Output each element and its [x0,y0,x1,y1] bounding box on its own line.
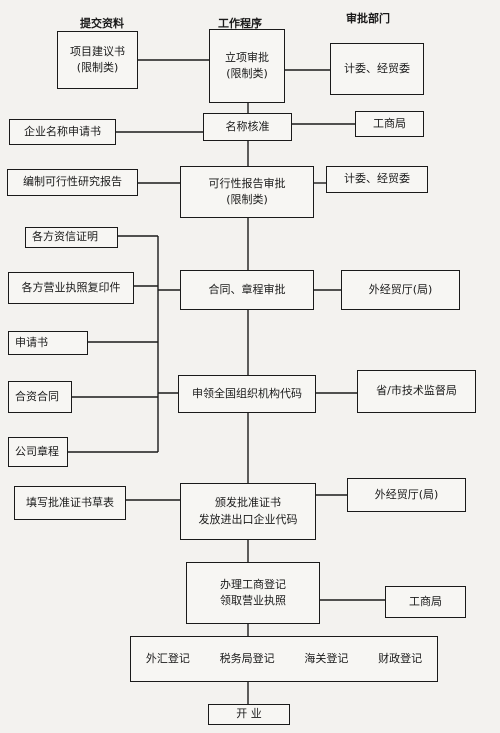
registration-finance: 财政登记 [378,651,423,665]
doc-credit-certificate-label: 各方资信证明 [32,230,98,244]
step-certificate-line2: 发放进出口企业代码 [198,512,298,526]
registration-customs: 海关登记 [304,651,349,665]
doc-feasibility-prep: 编制可行性研究报告 [7,169,138,196]
registration-forex: 外汇登记 [145,651,190,665]
doc-license-copy-label: 各方营业执照复印件 [21,280,121,294]
dept-planning-trade-1-label: 计委、经贸委 [344,61,410,75]
dept-tech-supervision: 省/市技术监督局 [357,370,476,413]
doc-project-proposal-line1: 项目建议书 [70,44,125,58]
doc-jv-contract: 合资合同 [8,381,72,413]
step-feasibility-approval-line1: 可行性报告审批 [208,176,286,190]
doc-certificate-draft: 填写批准证书草表 [14,486,126,520]
step-certificate: 颁发批准证书 发放进出口企业代码 [180,483,316,540]
doc-name-application-label: 企业名称申请书 [24,124,101,138]
step-feasibility-approval-line2: (限制类) [226,193,268,206]
step-certificate-line1: 颁发批准证书 [215,496,281,509]
doc-articles-label: 公司章程 [15,444,59,458]
dept-foreign-trade-2-label: 外经贸厅(局) [374,487,439,501]
step-contract-approval-label: 合同、章程审批 [208,282,286,296]
step-registrations: 外汇登记 税务局登记 海关登记 财政登记 [130,636,438,682]
step-contract-approval: 合同、章程审批 [180,270,314,310]
step-business-registration: 办理工商登记 领取营业执照 [186,562,320,624]
dept-foreign-trade-2: 外经贸厅(局) [347,478,466,512]
header-approval-dept: 审批部门 [346,12,390,25]
step-business-registration-line1: 办理工商登记 [220,577,286,591]
dept-industry-commerce-1-label: 工商局 [373,116,406,130]
dept-industry-commerce-2-label: 工商局 [409,594,442,608]
step-feasibility-approval: 可行性报告审批 (限制类) [180,166,314,218]
step-open-label: 开 业 [236,707,262,721]
header-submit: 提交资料 [80,17,124,30]
doc-feasibility-prep-label: 编制可行性研究报告 [23,175,122,189]
doc-jv-contract-label: 合资合同 [15,389,59,403]
doc-license-copy: 各方营业执照复印件 [8,272,134,304]
dept-tech-supervision-label: 省/市技术监督局 [376,384,457,398]
doc-project-proposal: 项目建议书 (限制类) [57,31,138,89]
dept-planning-trade-2: 计委、经贸委 [326,166,428,193]
dept-foreign-trade-1: 外经贸厅(局) [341,270,460,310]
dept-industry-commerce-1: 工商局 [355,111,424,137]
step-project-approval: 立项审批 (限制类) [209,29,285,103]
dept-industry-commerce-2: 工商局 [385,586,466,618]
step-project-approval-line2: (限制类) [226,67,268,80]
registrations-row: 外汇登记 税务局登记 海关登记 财政登记 [131,651,437,668]
doc-project-proposal-line2: (限制类) [76,61,119,74]
dept-planning-trade-1: 计委、经贸委 [330,43,424,95]
dept-planning-trade-2-label: 计委、经贸委 [344,172,410,186]
step-business-registration-line2: 领取营业执照 [220,594,286,607]
step-project-approval-line1: 立项审批 [225,50,269,64]
doc-articles: 公司章程 [8,437,68,467]
step-org-code-label: 申领全国组织机构代码 [192,386,302,400]
step-name-check-label: 名称核准 [225,119,270,133]
header-procedure: 工作程序 [218,17,262,30]
doc-certificate-draft-label: 填写批准证书草表 [26,495,114,509]
dept-foreign-trade-1-label: 外经贸厅(局) [368,282,433,296]
step-open: 开 业 [208,704,290,725]
doc-credit-certificate: 各方资信证明 [25,227,118,248]
doc-application-letter-label: 申请书 [15,335,48,349]
doc-name-application: 企业名称申请书 [9,119,116,145]
step-org-code: 申领全国组织机构代码 [178,375,316,413]
doc-application-letter: 申请书 [8,331,88,355]
registration-tax: 税务局登记 [219,651,275,665]
step-name-check: 名称核准 [203,113,292,141]
